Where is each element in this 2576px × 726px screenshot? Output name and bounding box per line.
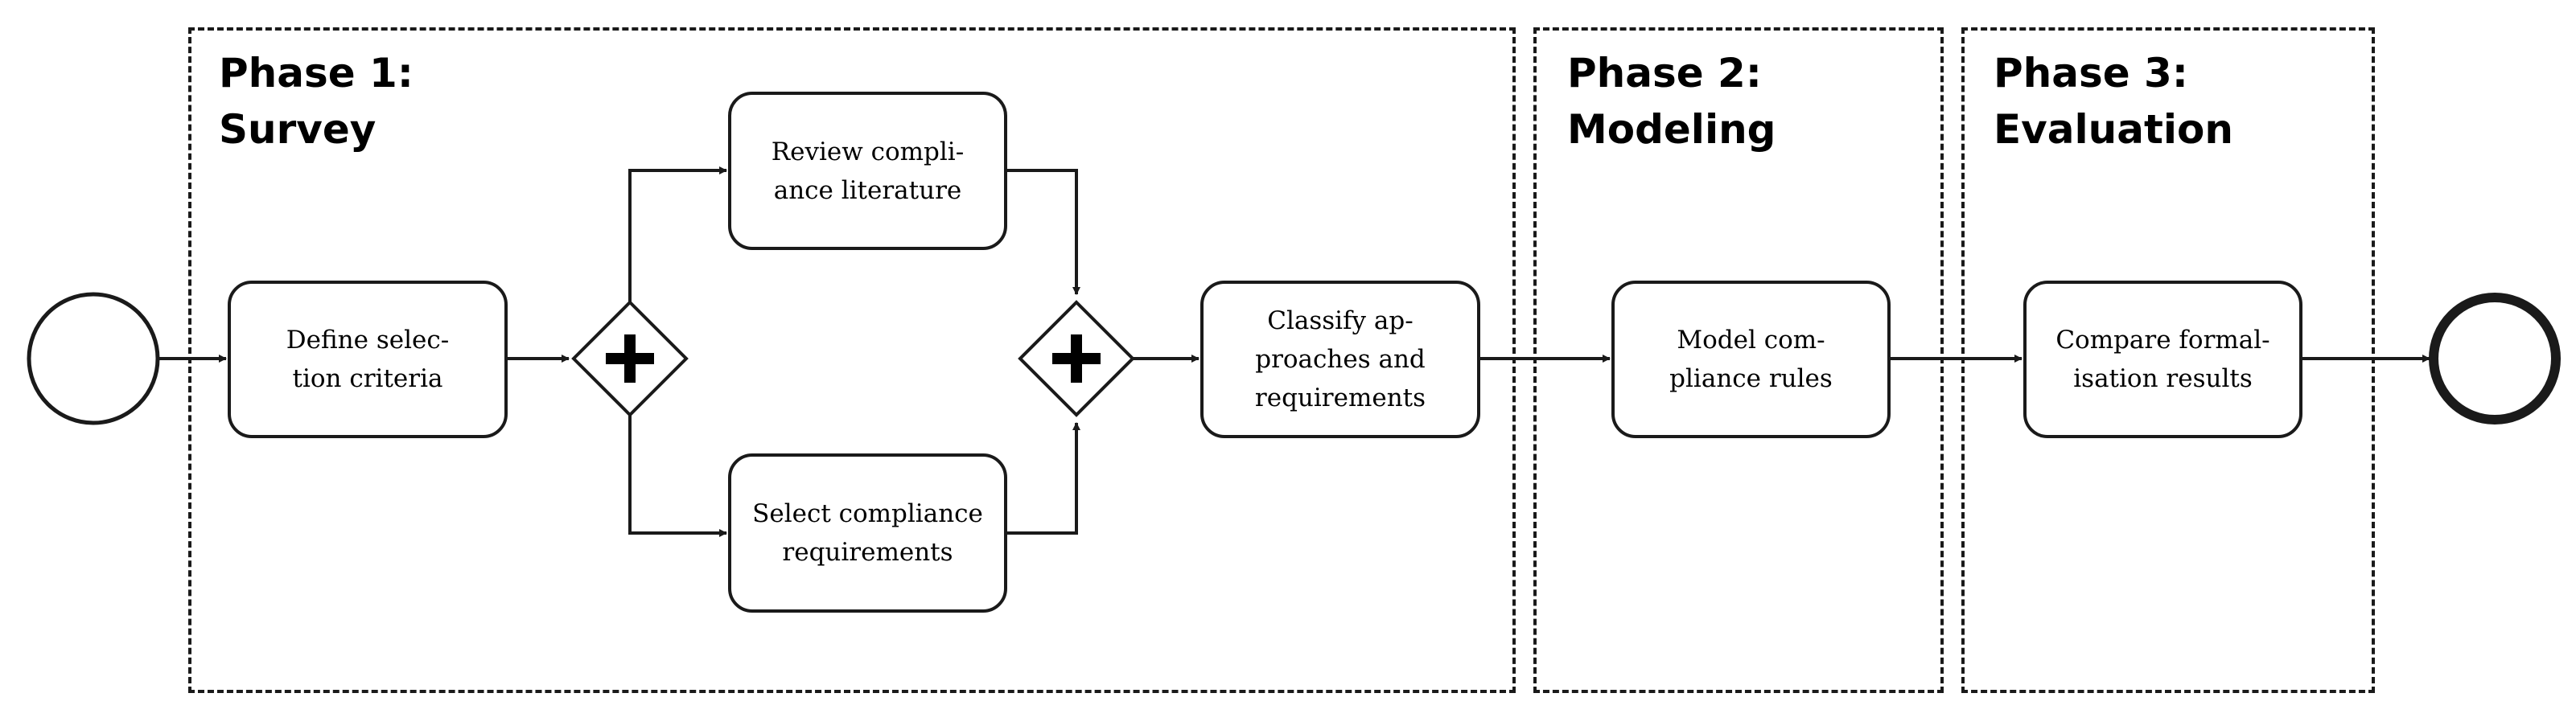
task-review-compliance-literature: Review compli- ance literature xyxy=(728,92,1007,250)
flow-select-to-join xyxy=(1007,422,1080,535)
task-label: Select compliance requirements xyxy=(752,499,983,567)
task-label: Model com- pliance rules xyxy=(1669,326,1833,393)
task-model-compliance-rules: Model com- pliance rules xyxy=(1611,281,1891,438)
task-label: Classify ap- proaches and requirements xyxy=(1254,306,1426,412)
phase-2-title: Phase 2: Modeling xyxy=(1567,50,1776,153)
parallel-gateway-join xyxy=(1018,300,1135,417)
plus-icon xyxy=(1052,334,1101,383)
task-label: Compare formal- isation results xyxy=(2055,326,2270,393)
task-define-selection-criteria: Define selec- tion criteria xyxy=(228,281,508,438)
flow-split-to-review xyxy=(628,166,727,303)
task-compare-formalisation-results: Compare formal- isation results xyxy=(2023,281,2302,438)
flow-split-to-select xyxy=(628,416,727,537)
phase-1-title: Phase 1: Survey xyxy=(219,50,414,153)
plus-icon xyxy=(606,334,654,383)
task-select-compliance-requirements: Select compliance requirements xyxy=(728,453,1007,613)
task-label: Define selec- tion criteria xyxy=(286,326,450,393)
parallel-gateway-split xyxy=(571,300,689,417)
phase-3-title: Phase 3: Evaluation xyxy=(1994,50,2233,153)
flow-review-to-join xyxy=(1007,169,1080,295)
start-event xyxy=(27,292,160,425)
task-classify-approaches: Classify ap- proaches and requirements xyxy=(1200,281,1480,438)
end-event xyxy=(2429,293,2561,425)
task-label: Review compli- ance literature xyxy=(771,137,965,205)
